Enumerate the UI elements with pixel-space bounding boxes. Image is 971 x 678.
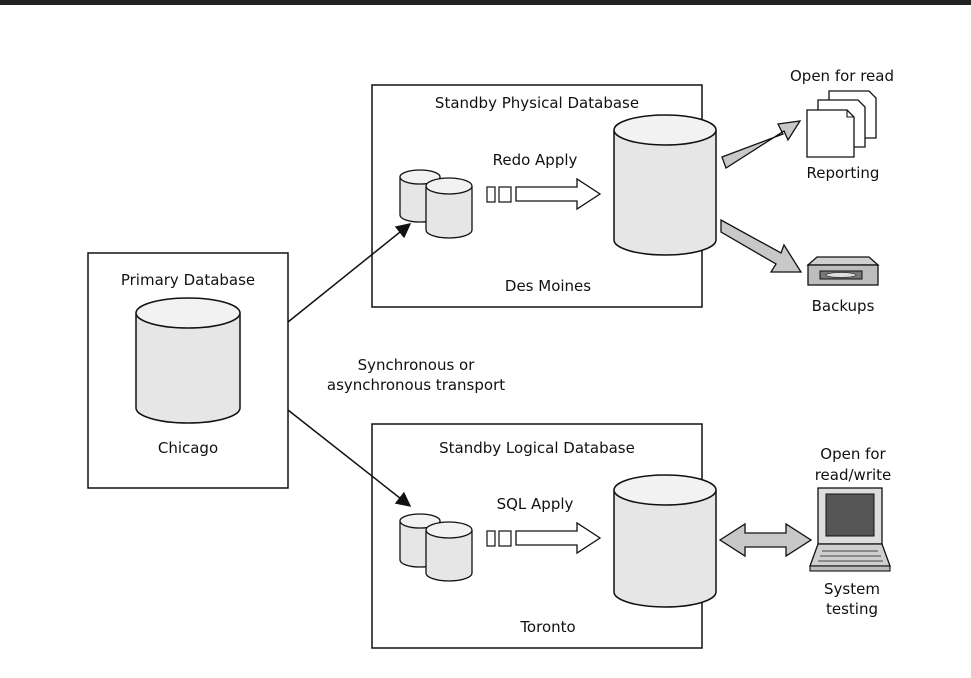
standby-physical-box: Standby Physical Database Redo Apply Des… xyxy=(371,84,717,308)
transport-label-line1: Synchronous or xyxy=(358,356,476,374)
backups-label: Backups xyxy=(812,297,875,315)
testing-caption-line2: read/write xyxy=(815,466,892,484)
top-rule xyxy=(0,0,971,5)
standby-logical-box: Standby Logical Database SQL Apply Toron… xyxy=(371,423,717,649)
logical-standby-cylinder xyxy=(613,474,717,608)
transport-arrow-physical xyxy=(287,223,412,323)
standby-physical-title: Standby Physical Database xyxy=(435,94,639,112)
redo-packet-1 xyxy=(486,186,496,203)
reporting-arrow xyxy=(721,120,802,169)
sql-packet-2 xyxy=(498,530,512,547)
backup-drive-icon xyxy=(806,256,880,286)
logical-location-label: Toronto xyxy=(519,618,575,636)
backups-arrow xyxy=(720,218,803,273)
testing-label-line2: testing xyxy=(826,600,878,618)
redo-apply-label: Redo Apply xyxy=(493,151,578,169)
transport-arrow-logical xyxy=(287,409,412,507)
primary-location-label: Chicago xyxy=(158,439,218,457)
primary-database-box: Primary Database Chicago xyxy=(87,252,289,489)
standby-logical-title: Standby Logical Database xyxy=(439,439,635,457)
testing-caption-line1: Open for xyxy=(820,445,886,463)
transport-label-line2: asynchronous transport xyxy=(327,376,505,394)
sql-apply-arrow xyxy=(515,521,602,555)
reporting-label: Reporting xyxy=(807,164,880,182)
physical-location-label: Des Moines xyxy=(505,277,591,295)
redo-log-cylinders xyxy=(399,169,473,239)
reporting-documents-icon xyxy=(806,90,877,158)
laptop-icon xyxy=(809,487,891,572)
sql-apply-label: SQL Apply xyxy=(497,495,574,513)
testing-label-line1: System xyxy=(824,580,880,598)
primary-database-cylinder xyxy=(135,297,241,424)
primary-database-title: Primary Database xyxy=(121,271,255,289)
redo-packet-2 xyxy=(498,186,512,203)
sql-log-cylinders xyxy=(399,513,473,582)
read-write-double-arrow xyxy=(718,522,813,558)
reporting-caption: Open for read xyxy=(790,67,894,85)
sql-packet-1 xyxy=(486,530,496,547)
redo-apply-arrow xyxy=(515,177,602,211)
physical-standby-cylinder xyxy=(613,114,717,256)
